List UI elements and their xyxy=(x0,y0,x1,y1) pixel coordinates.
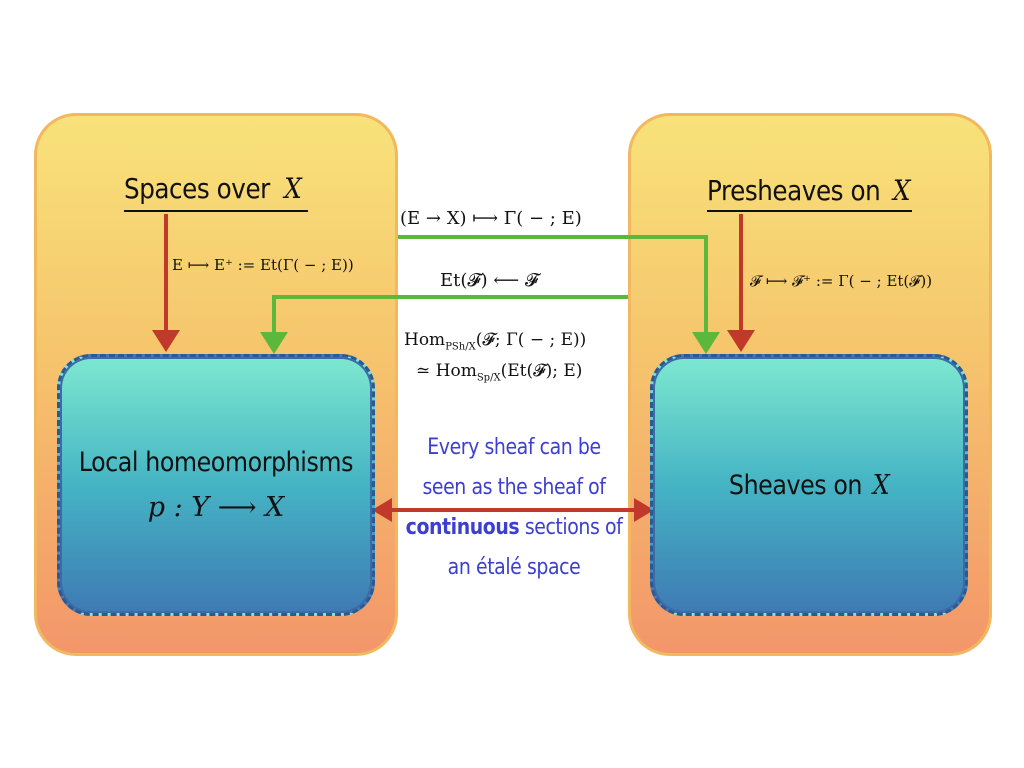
local-homeomorphisms-box: Local homeomorphisms p : Y ⟶ X xyxy=(57,354,375,616)
left-sheafification-label: E ⟼ E⁺ := Et(Γ( − ; E)) xyxy=(172,256,354,274)
sheaves-on-text: Sheaves on xyxy=(728,469,863,501)
note-line-3: continuous sections of xyxy=(402,508,626,548)
sheaves-on-x-label: Sheaves on X xyxy=(728,469,890,501)
hom-psh-subscript: PSh/X xyxy=(445,341,476,353)
hom-psh-args: (𝓕; Γ( − ; E)) xyxy=(475,330,587,350)
equivalence-double-arrow xyxy=(372,498,654,522)
spaces-over-title-underline xyxy=(124,210,308,212)
spaces-over-x-title: Spaces over X xyxy=(124,172,302,205)
adjunction-line-2: ≃ HomSp/X(Et(𝓕); E) xyxy=(416,361,582,383)
right-sheafification-label: 𝓕 ⟼ 𝓕⁺ := Γ( − ; Et(𝓕)) xyxy=(750,272,933,290)
sheaves-on-var: X xyxy=(872,469,890,501)
note-bold-continuous: continuous xyxy=(405,515,520,540)
presheaves-title-var: X xyxy=(892,174,911,207)
hom-psh: Hom xyxy=(404,330,446,350)
gamma-arrow-label: (E → X) ⟼ Γ( − ; E) xyxy=(400,208,582,229)
note-line-3-rest: sections of xyxy=(519,515,623,540)
note-line-2: seen as the sheaf of xyxy=(422,475,606,500)
presheaves-title-text: Presheaves on xyxy=(707,174,881,207)
left-down-arrow xyxy=(152,214,180,352)
hom-sp-args: (Et(𝓕); E) xyxy=(500,361,583,381)
gamma-functor-arrow xyxy=(398,235,720,354)
presheaves-on-x-title: Presheaves on X xyxy=(707,174,911,207)
right-down-arrow xyxy=(727,214,755,352)
local-homeomorphism-map: p : Y ⟶ X xyxy=(147,492,285,523)
note-line-4: an étalé space xyxy=(447,555,581,580)
presheaves-on-title-underline xyxy=(707,210,912,212)
adjunction-line-1: HomPSh/X(𝓕; Γ( − ; E)) xyxy=(404,330,586,352)
hom-sp: ≃ Hom xyxy=(416,361,477,381)
spaces-over-title-var: X xyxy=(284,172,302,205)
etale-functor-arrow xyxy=(260,295,628,354)
hom-sp-subscript: Sp/X xyxy=(476,372,501,384)
spaces-over-title-text: Spaces over xyxy=(124,172,270,205)
etale-arrow-label: Et(𝓕) ⟵ 𝓕 xyxy=(440,270,539,291)
sheaves-on-x-box: Sheaves on X xyxy=(650,354,968,616)
local-homeomorphisms-label: Local homeomorphisms xyxy=(78,447,354,478)
note-line-1: Every sheaf can be xyxy=(427,435,601,460)
equivalence-note: Every sheaf can be seen as the sheaf of … xyxy=(402,428,626,588)
